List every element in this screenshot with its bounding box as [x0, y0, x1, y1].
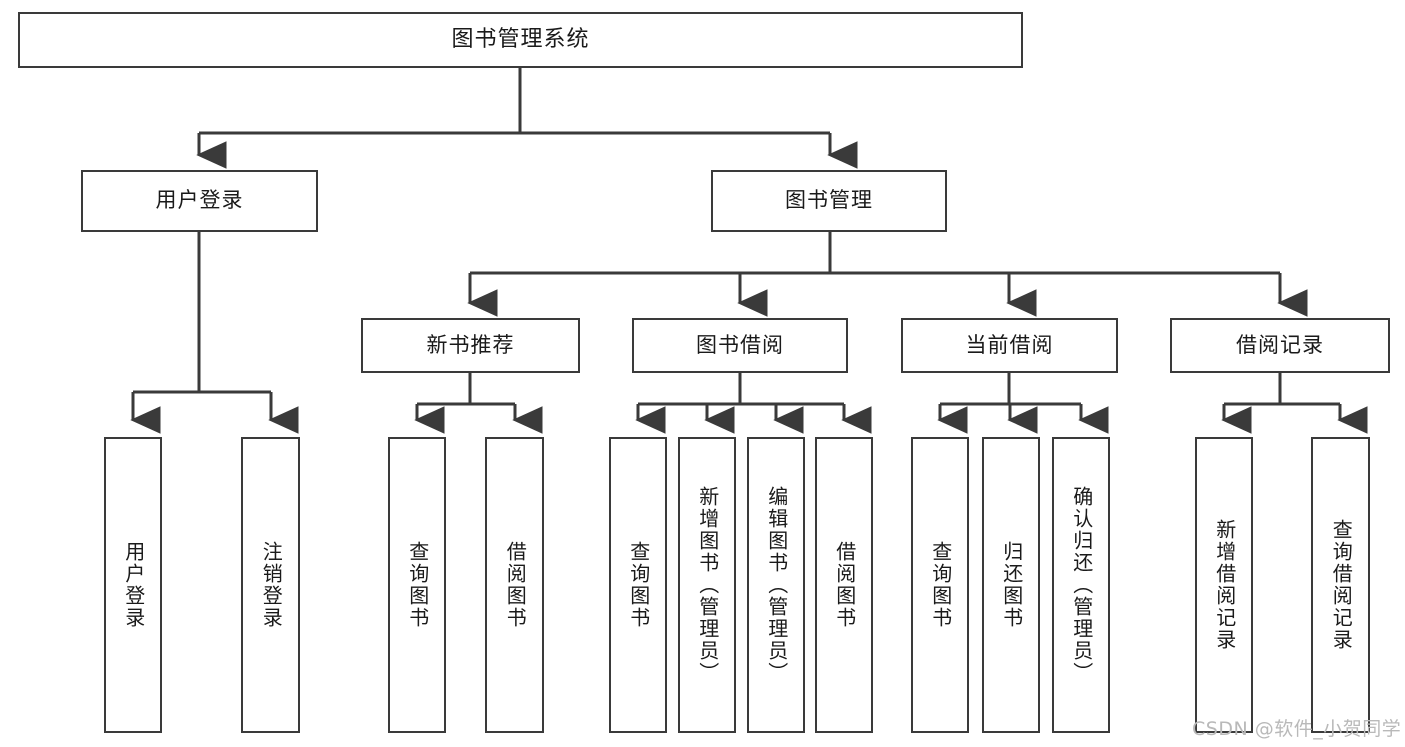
node-current-borrowing[interactable]: 当前借阅 — [901, 318, 1118, 373]
node-label: 归还图书 — [999, 541, 1024, 629]
node-label: 查询图书 — [405, 541, 430, 629]
leaf-user-login[interactable]: 用户登录 — [104, 437, 162, 733]
node-root-book-management-system[interactable]: 图书管理系统 — [18, 12, 1023, 68]
csdn-watermark: CSDN @软件_小贺同学 — [1192, 718, 1402, 740]
node-label: 新书推荐 — [426, 332, 515, 357]
leaf-return-books[interactable]: 归还图书 — [982, 437, 1040, 733]
leaf-logout[interactable]: 注销登录 — [241, 437, 300, 733]
node-label: 新增图书（管理员） — [695, 486, 720, 684]
leaf-query-books-borrowing[interactable]: 查询图书 — [609, 437, 667, 733]
node-label: 编辑图书（管理员） — [764, 486, 789, 684]
node-label: 查询图书 — [928, 541, 953, 629]
node-label: 用户登录 — [121, 541, 146, 629]
node-borrowing-records[interactable]: 借阅记录 — [1170, 318, 1390, 373]
leaf-add-book-admin[interactable]: 新增图书（管理员） — [678, 437, 736, 733]
node-label: 图书管理系统 — [451, 26, 590, 52]
node-label: 借阅图书 — [503, 541, 528, 629]
leaf-edit-book-admin[interactable]: 编辑图书（管理员） — [747, 437, 805, 733]
node-book-management[interactable]: 图书管理 — [711, 170, 947, 232]
leaf-query-borrow-record[interactable]: 查询借阅记录 — [1311, 437, 1370, 733]
node-label: 借阅图书 — [832, 541, 857, 629]
node-label: 借阅记录 — [1236, 332, 1324, 357]
leaf-borrow-books[interactable]: 借阅图书 — [815, 437, 873, 733]
leaf-confirm-return-admin[interactable]: 确认归还（管理员） — [1052, 437, 1110, 733]
leaf-query-books-recommendation[interactable]: 查询图书 — [388, 437, 446, 733]
node-user-login[interactable]: 用户登录 — [81, 170, 318, 232]
node-label: 确认归还（管理员） — [1069, 486, 1094, 684]
leaf-add-borrow-record[interactable]: 新增借阅记录 — [1195, 437, 1253, 733]
node-label: 当前借阅 — [965, 332, 1054, 357]
node-label: 新增借阅记录 — [1212, 519, 1237, 651]
node-label: 注销登录 — [259, 541, 284, 629]
leaf-query-books-current[interactable]: 查询图书 — [911, 437, 969, 733]
leaf-borrow-books-recommendation[interactable]: 借阅图书 — [485, 437, 544, 733]
node-book-borrowing[interactable]: 图书借阅 — [632, 318, 848, 373]
node-label: 图书借阅 — [696, 332, 784, 357]
node-label: 用户登录 — [155, 188, 244, 213]
node-new-book-recommendation[interactable]: 新书推荐 — [361, 318, 580, 373]
node-label: 查询图书 — [626, 541, 651, 629]
node-label: 查询借阅记录 — [1329, 519, 1354, 651]
node-label: 图书管理 — [785, 188, 873, 213]
